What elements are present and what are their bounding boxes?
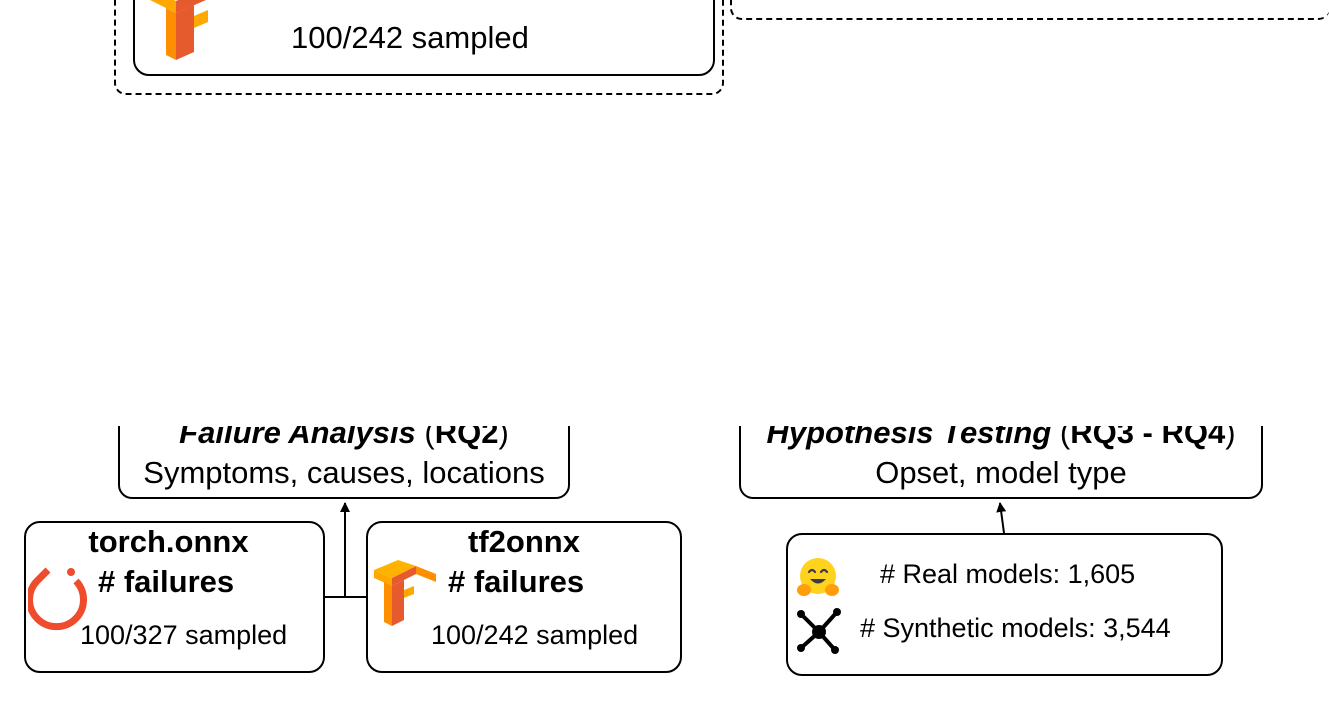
top-sampled-text: 100/242 sampled [291,20,529,55]
top-tensorflow-logo-icon [150,0,208,60]
hf-hand-left [797,584,811,596]
pytorch-logo-icon [28,567,87,631]
hugging-face-emoji-icon [797,558,839,596]
torch-failures-label: # failures [98,564,235,599]
hypothesis-arrow [996,502,1007,534]
failure-analysis-title-open: ( [415,415,435,450]
hf-hand-right [825,584,839,596]
hf-eye-right [819,568,829,574]
network-graph-icon [797,608,841,654]
torch-onnx-title: torch.onnx [88,524,249,559]
failure-analysis-title-close: ) [498,415,509,450]
pytorch-ring [28,567,87,631]
tf2onnx-title: tf2onnx [468,524,580,559]
synthetic-models-text: # Synthetic models: 3,544 [860,613,1171,643]
top-left-dashed-group [114,0,724,95]
torch-sampled-text: 100/327 sampled [80,620,288,650]
tf-failures-label: # failures [448,564,585,599]
crop-band [0,360,1329,426]
hf-face [800,558,836,594]
tf-sampled-text: 100/242 sampled [431,620,639,650]
top-tf2onnx-box [133,0,715,76]
real-models-text: # Real models: 1,605 [880,559,1136,589]
tensorflow-shape [150,0,208,60]
models-box [786,533,1223,676]
torch-onnx-box [24,521,325,673]
pytorch-dot [67,568,75,576]
tf2onnx-box [366,521,682,673]
hf-mouth [810,579,826,584]
tensorflow-logo-icon [374,560,436,626]
tensorflow-shape [374,560,436,626]
hypothesis-testing-title-close: ) [1225,415,1236,450]
hypothesis-testing-subtitle: Opset, model type [875,455,1127,490]
hypothesis-testing-title-open: ( [1051,415,1071,450]
hf-eye-left [807,568,817,574]
failure-analysis-subtitle: Symptoms, causes, locations [143,455,545,490]
top-right-dashed-group [730,0,1329,20]
